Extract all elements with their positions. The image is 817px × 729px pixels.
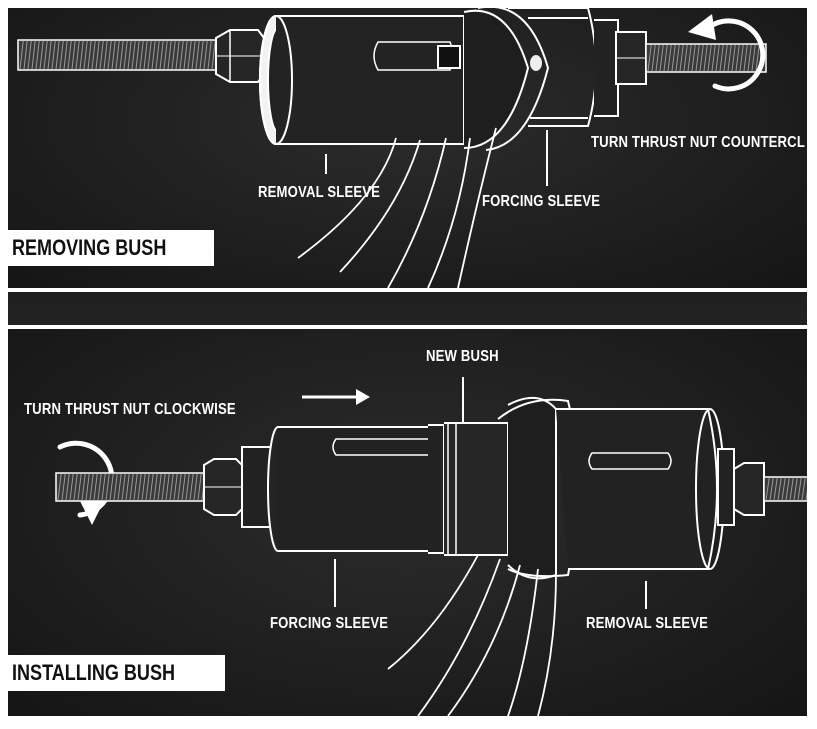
installing-bush-diagram xyxy=(55,377,807,716)
removing-bush-title-text: REMOVING BUSH xyxy=(12,235,167,260)
forcing-sleeve xyxy=(463,8,647,151)
hex-nut xyxy=(203,446,279,528)
threaded-rod xyxy=(17,39,219,71)
clockwise-arrow-icon xyxy=(57,440,115,525)
removal-sleeve-label: REMOVAL SLEEVE xyxy=(258,184,381,201)
threaded-rod-right xyxy=(763,476,807,502)
arm-outline xyxy=(297,127,497,288)
counterclockwise-arrow-icon xyxy=(688,14,766,92)
removing-bush-title: REMOVING BUSH xyxy=(8,230,215,266)
divider-strip xyxy=(8,292,807,325)
removal-sleeve xyxy=(497,397,765,580)
turn-clockwise-label: TURN THRUST NUT CLOCKWISE xyxy=(24,401,236,418)
right-arrow-icon xyxy=(302,389,370,405)
removal-sleeve xyxy=(259,15,465,145)
installing-bush-title-text: INSTALLING BUSH xyxy=(12,660,176,685)
threaded-rod xyxy=(55,472,207,502)
threaded-rod-right xyxy=(645,43,767,73)
installing-bush-title: INSTALLING BUSH xyxy=(8,655,225,691)
removing-bush-diagram xyxy=(17,8,767,288)
arm-outline xyxy=(387,554,557,716)
new-bush xyxy=(428,422,509,556)
forcing-sleeve xyxy=(267,426,442,552)
installing-bush-panel: NEW BUSH TURN THRUST NUT CLOCKWISE FORCI… xyxy=(8,329,807,716)
removal-sleeve-label: REMOVAL SLEEVE xyxy=(586,615,709,632)
new-bush-label: NEW BUSH xyxy=(426,348,499,365)
forcing-sleeve-label: FORCING SLEEVE xyxy=(482,193,601,210)
hex-nut xyxy=(215,29,265,83)
removing-bush-panel: REMOVAL SLEEVE FORCING SLEEVE TURN THRUS… xyxy=(8,8,807,288)
forcing-sleeve-label: FORCING SLEEVE xyxy=(270,615,389,632)
turn-counterclockwise-label: TURN THRUST NUT COUNTERCL xyxy=(591,134,806,151)
